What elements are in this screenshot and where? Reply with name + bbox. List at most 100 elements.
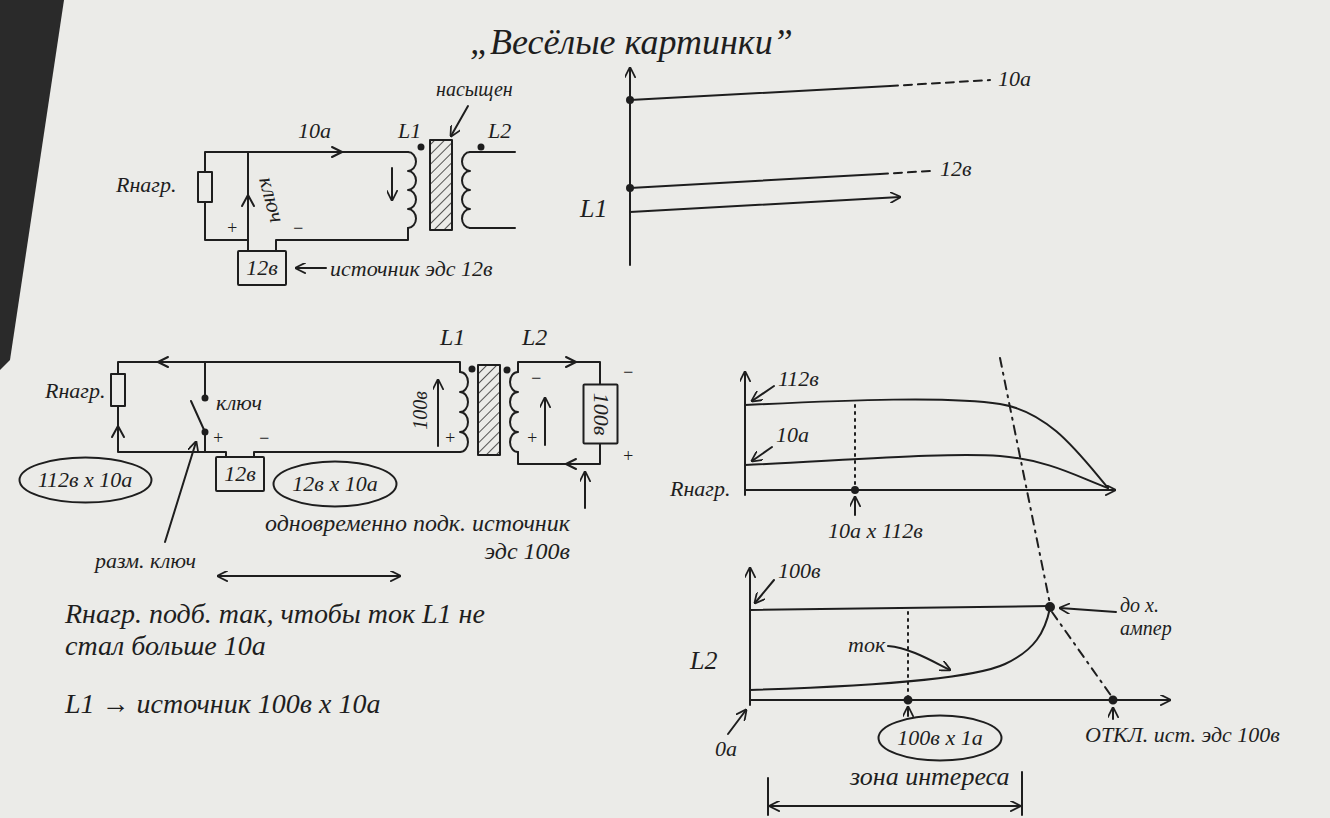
handwritten-label: 0а xyxy=(715,736,737,761)
handwritten-label: ключ xyxy=(216,390,262,415)
handwritten-label: 10а xyxy=(776,422,809,447)
wire xyxy=(254,452,460,462)
core-symbol xyxy=(478,365,500,455)
dotted-marker xyxy=(854,405,856,486)
handwritten-label: L2 xyxy=(522,324,547,352)
handwritten-label: 12в xyxy=(940,156,972,181)
dash-dot-line xyxy=(1052,612,1112,697)
leader-arrow xyxy=(1112,708,1114,719)
switch-contact xyxy=(203,430,208,435)
leader-arrow xyxy=(907,707,909,716)
handwritten-label: + xyxy=(226,218,238,239)
polarity-dot xyxy=(470,367,475,372)
leader-arrow xyxy=(728,710,746,734)
leader-arrow xyxy=(584,472,586,508)
current-arrow xyxy=(158,357,168,367)
handwritten-label: L1 → источник 100в x 10а xyxy=(65,688,380,720)
oval-shape xyxy=(274,462,397,507)
handwritten-label: + xyxy=(622,446,634,467)
current-arrow xyxy=(544,398,546,445)
graph-axis xyxy=(744,372,746,495)
current-arrow xyxy=(112,426,124,437)
oval-callout: 112в x 10а xyxy=(18,456,153,504)
wire xyxy=(118,406,226,462)
handwritten-label: 100в xyxy=(778,558,821,583)
node-text: 112в x 10а xyxy=(38,467,133,492)
handwritten-label: насыщен xyxy=(436,78,513,101)
handwritten-label: Rнагр. xyxy=(670,476,730,501)
handwritten-label: разм. ключ xyxy=(95,548,196,573)
leader-arrow xyxy=(1060,608,1116,612)
top-graph xyxy=(627,68,990,265)
leader-arrow xyxy=(451,106,468,136)
graph-dot xyxy=(905,697,912,704)
handwritten-label: 10а x 112в xyxy=(828,518,923,543)
coil-symbol xyxy=(462,152,470,228)
current-arrow xyxy=(391,168,393,200)
handwritten-label: ток xyxy=(848,632,885,657)
graph-dot xyxy=(852,487,858,493)
oval-callout: 12в x 10а xyxy=(272,460,398,508)
node-text: 100в xyxy=(587,393,612,436)
current-arrow xyxy=(242,195,254,206)
source-box: 12в xyxy=(215,456,265,492)
leader-arrow xyxy=(752,386,774,401)
handwritten-label: − xyxy=(292,218,304,239)
current-curve xyxy=(750,608,1050,690)
voltage-arrow xyxy=(437,380,439,446)
oval-callout: 100в x 1а xyxy=(877,714,1003,762)
handwritten-label: L1 xyxy=(398,118,421,143)
current-arrow xyxy=(332,147,342,157)
handwritten-label: 100в xyxy=(409,391,432,430)
resistor-symbol xyxy=(198,172,212,202)
leader-arrow xyxy=(854,497,856,515)
node-text: 12в xyxy=(246,255,278,280)
coil-symbol xyxy=(460,372,468,452)
handwritten-label: 10а xyxy=(298,118,331,143)
handwritten-label: 112в xyxy=(778,366,819,391)
handwritten-label: Rнагр. xyxy=(45,378,105,403)
graph-axis xyxy=(750,699,1170,701)
wire xyxy=(470,152,515,228)
current-arrow xyxy=(566,459,576,469)
resistor-symbol xyxy=(111,374,125,406)
leader-arrow xyxy=(165,442,196,542)
current-arrow xyxy=(566,357,576,367)
handwritten-label: L2 xyxy=(690,646,717,676)
handwritten-label: − xyxy=(622,362,634,383)
dotted-marker xyxy=(907,612,909,697)
handwritten-label: L2 xyxy=(488,118,511,143)
graph-dot xyxy=(627,185,633,191)
core-symbol xyxy=(430,140,452,230)
node-text: 12в xyxy=(224,461,256,486)
polarity-dot xyxy=(505,368,510,373)
oval-shape xyxy=(879,716,1002,761)
leader-arrow xyxy=(755,580,774,603)
graph-line xyxy=(630,174,880,188)
node-text: 12в x 10а xyxy=(292,471,377,496)
top-circuit xyxy=(198,106,515,268)
oval-shape xyxy=(19,458,151,503)
handwritten-label: одновременно подк. источник эдс 100в xyxy=(250,510,570,565)
handwritten-label: источник эдс 12в xyxy=(330,256,493,281)
coil-symbol xyxy=(510,372,518,452)
handwritten-label: − xyxy=(530,368,542,389)
voltage-curve xyxy=(750,606,1050,610)
handwritten-label: − xyxy=(258,428,270,449)
handwritten-label: Rнагр. xyxy=(116,172,176,197)
graph-line xyxy=(880,171,930,174)
leader-arrow xyxy=(296,267,326,269)
polarity-dot xyxy=(479,145,484,150)
handwritten-label: ОТКЛ. ист. эдс 100в xyxy=(1085,722,1290,747)
middle-circuit xyxy=(111,357,600,576)
graph-dot xyxy=(1110,697,1117,704)
bottom-graph xyxy=(728,568,1170,815)
handwritten-label: ключ xyxy=(254,174,290,225)
range-bracket xyxy=(770,805,1020,807)
graph-dot xyxy=(1046,603,1054,611)
coil-symbol xyxy=(408,152,416,228)
handwritten-label: Rнагр. подб. так, чтобы ток L1 не стал б… xyxy=(65,598,505,662)
graph-axis xyxy=(630,197,900,212)
source-box: 12в xyxy=(237,250,287,286)
